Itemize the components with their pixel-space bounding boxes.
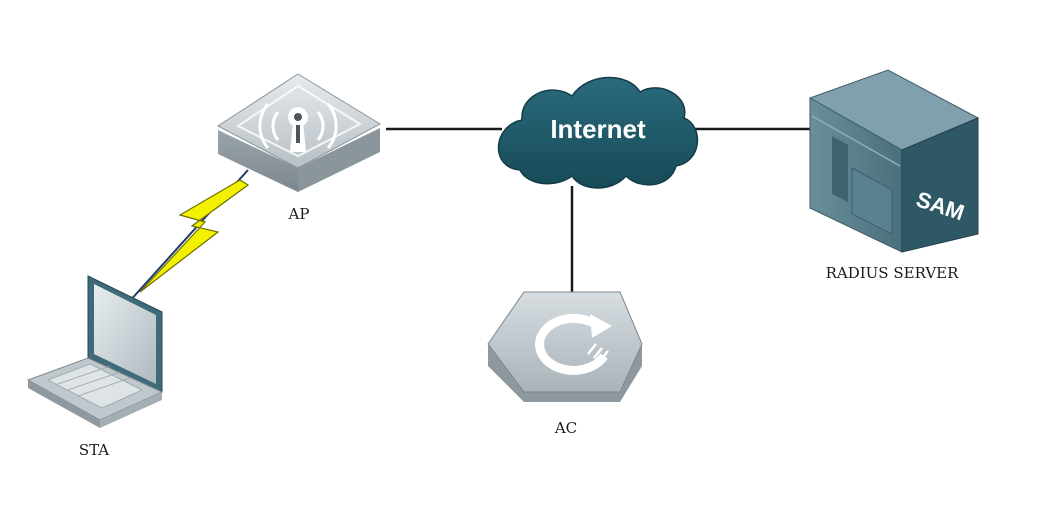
lightning-bolt-icon bbox=[139, 179, 250, 293]
node-radius-server[interactable]: SAM RADIUS SERVER bbox=[808, 69, 980, 282]
laptop-icon bbox=[26, 275, 164, 428]
node-ac[interactable]: AC bbox=[487, 291, 643, 437]
ap-label: AP bbox=[288, 205, 310, 223]
node-internet[interactable]: Internet bbox=[497, 76, 699, 189]
access-controller-icon bbox=[487, 291, 643, 402]
wireless-link-sta-ap bbox=[127, 169, 250, 304]
server-icon bbox=[808, 69, 980, 253]
cloud-icon bbox=[497, 76, 699, 189]
node-sta[interactable]: STA bbox=[26, 275, 164, 459]
ac-label: AC bbox=[554, 419, 577, 437]
radius-server-label: RADIUS SERVER bbox=[826, 264, 960, 282]
links bbox=[127, 127, 810, 304]
access-point-icon bbox=[217, 73, 382, 192]
sta-label: STA bbox=[79, 441, 109, 459]
node-ap[interactable]: AP bbox=[217, 73, 382, 223]
internet-label: Internet bbox=[550, 114, 646, 144]
